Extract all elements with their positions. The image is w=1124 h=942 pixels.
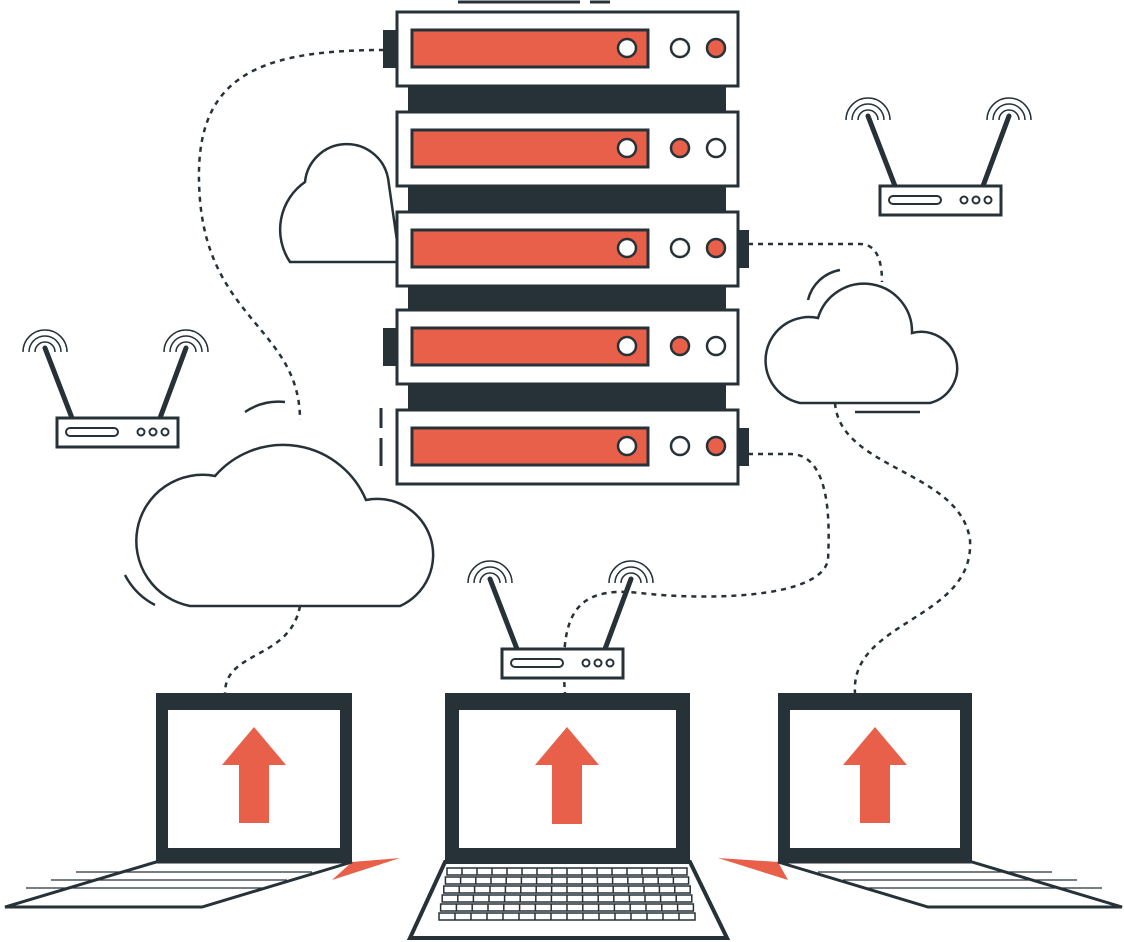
laptop-icon xyxy=(4,693,400,909)
laptops xyxy=(4,693,1123,940)
laptop-base xyxy=(4,860,353,909)
antenna xyxy=(42,345,75,421)
antenna xyxy=(157,345,189,421)
cloud-icon xyxy=(135,443,435,608)
router-light xyxy=(983,195,993,205)
link-cloud-to-laptop-right xyxy=(833,402,972,694)
wifi-signal-icon xyxy=(473,566,507,584)
wifi-signal-icon xyxy=(614,566,648,584)
wifi-signal-icon xyxy=(992,103,1026,121)
server-side-port xyxy=(737,428,749,466)
server-unit xyxy=(383,308,740,386)
server-drive-bay xyxy=(410,228,650,269)
status-light-icon xyxy=(669,37,691,59)
router-display xyxy=(510,658,564,668)
server-side-port xyxy=(383,328,397,366)
router-light xyxy=(148,427,158,437)
status-light-icon xyxy=(669,137,691,159)
router-light xyxy=(581,658,591,668)
wifi-signal-icon xyxy=(467,560,513,584)
router-display xyxy=(65,427,119,437)
server-unit xyxy=(395,110,740,188)
laptop-shadow xyxy=(332,858,400,880)
router-display xyxy=(888,195,942,205)
cloud-accent-line xyxy=(123,268,920,607)
wifi-signal-icon xyxy=(28,335,62,353)
status-light-icon xyxy=(669,335,691,357)
server-rack-icon xyxy=(379,0,749,486)
laptop-base xyxy=(777,860,1123,909)
router-light xyxy=(959,195,969,205)
server-side-port xyxy=(383,30,397,68)
antenna xyxy=(602,576,634,652)
cloud-icon xyxy=(278,142,402,264)
router-light xyxy=(593,658,603,668)
status-light-icon xyxy=(705,137,727,159)
router-light xyxy=(971,195,981,205)
router-icon xyxy=(845,97,1032,217)
wifi-signal-icon xyxy=(34,341,56,353)
link-server5-to-router xyxy=(562,452,830,696)
link-server3-to-cloud xyxy=(748,242,884,283)
wifi-signal-icon xyxy=(169,335,203,353)
server-drive-bay xyxy=(410,426,650,467)
router-icon xyxy=(467,560,654,680)
router-light xyxy=(605,658,615,668)
wifi-signal-icon xyxy=(479,572,501,584)
link-server1-to-cloud xyxy=(197,48,385,421)
upload-arrow-icon xyxy=(222,727,286,823)
status-light-icon xyxy=(669,237,691,259)
status-light-icon xyxy=(616,237,638,259)
router-icon xyxy=(22,329,209,449)
router-light xyxy=(160,427,170,437)
cloud-icon xyxy=(764,282,959,405)
wifi-signal-icon xyxy=(845,97,891,121)
wifi-signal-icon xyxy=(608,560,654,584)
routers xyxy=(22,97,1032,680)
laptop-icon xyxy=(718,693,1123,909)
laptop-icon xyxy=(406,693,731,940)
server-side-port xyxy=(737,230,749,268)
wifi-signal-icon xyxy=(851,103,885,121)
upload-arrow-icon xyxy=(535,727,599,824)
server-unit xyxy=(383,10,740,88)
server-drive-bay xyxy=(410,326,650,367)
status-light-icon xyxy=(616,37,638,59)
status-light-icon xyxy=(616,335,638,357)
status-light-icon xyxy=(705,37,727,59)
connection-lines xyxy=(197,48,972,696)
status-light-icon xyxy=(669,435,691,457)
wifi-signal-icon xyxy=(175,341,197,353)
antenna xyxy=(487,576,520,652)
status-light-icon xyxy=(705,237,727,259)
wifi-signal-icon xyxy=(998,109,1020,121)
clouds xyxy=(123,142,959,608)
laptop-shadow xyxy=(718,858,788,880)
server-drive-bay xyxy=(410,28,650,69)
upload-arrow-icon xyxy=(843,727,907,823)
antenna xyxy=(980,113,1012,189)
status-light-icon xyxy=(616,137,638,159)
status-light-icon xyxy=(616,435,638,457)
router-light xyxy=(136,427,146,437)
link-cloud-to-laptop-left xyxy=(223,605,302,694)
wifi-signal-icon xyxy=(857,109,879,121)
server-unit xyxy=(395,210,749,288)
wifi-signal-icon xyxy=(620,572,642,584)
status-light-icon xyxy=(705,435,727,457)
server-drive-bay xyxy=(410,128,650,169)
wifi-signal-icon xyxy=(22,329,68,353)
status-light-icon xyxy=(705,335,727,357)
wifi-signal-icon xyxy=(163,329,209,353)
server-unit xyxy=(395,408,749,486)
antenna xyxy=(865,113,898,189)
wifi-signal-icon xyxy=(986,97,1032,121)
